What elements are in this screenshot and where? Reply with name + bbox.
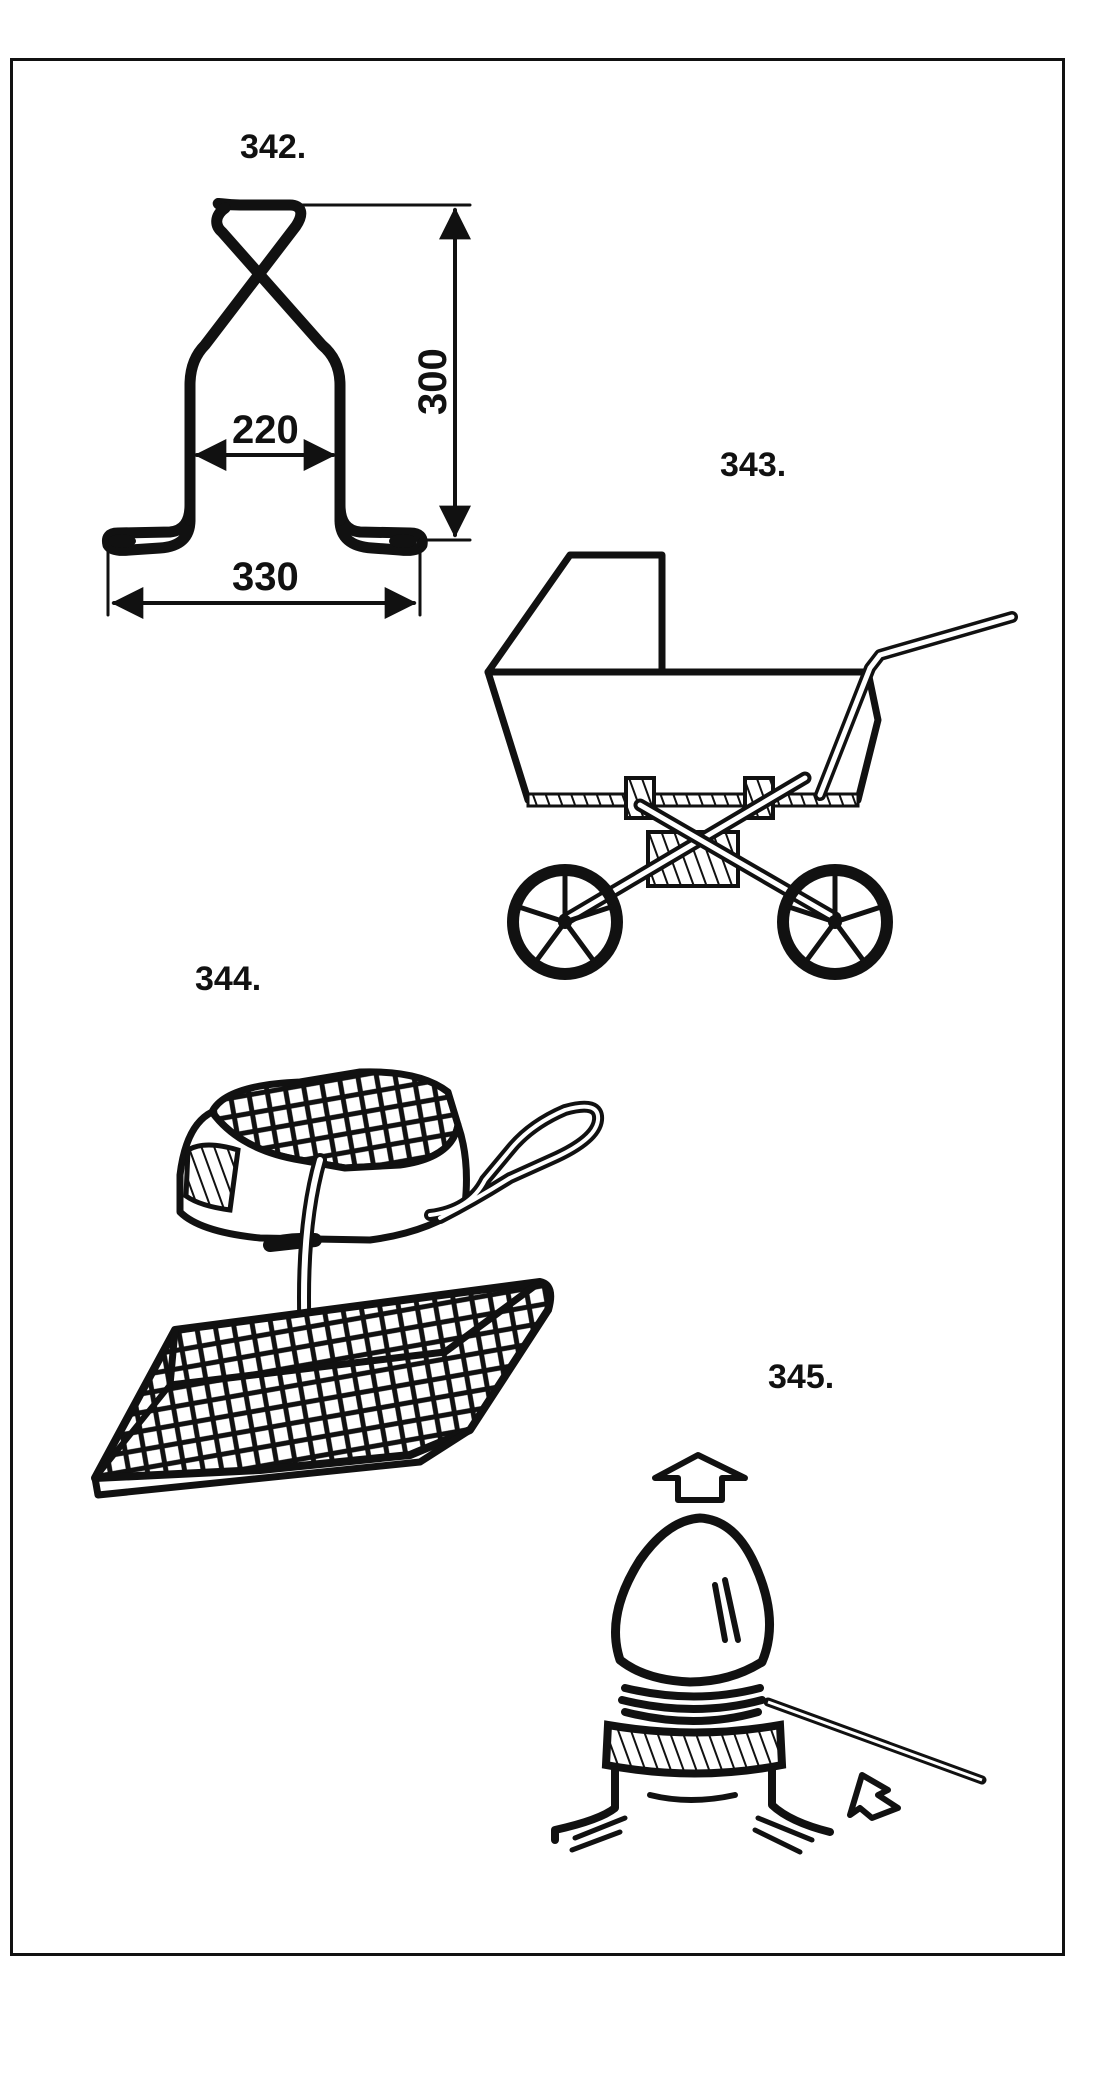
figure-342-number: 342. [240, 128, 306, 166]
up-arrow-icon [652, 1452, 748, 1503]
figure-345-number: 345. [768, 1358, 834, 1396]
seat-shell [176, 1108, 470, 1244]
wire-clip-drawing [102, 198, 428, 556]
height-label: 300 [411, 348, 455, 415]
lower-mesh-basket [91, 1278, 555, 1482]
pram-wheel-rear [507, 864, 623, 980]
right-foot-eye [389, 534, 417, 548]
dimension-lines [106, 203, 472, 619]
pram-body [484, 668, 882, 804]
figure-343-number: 343. [720, 446, 786, 484]
left-foot-eye [108, 534, 136, 548]
figure-frame [10, 58, 1065, 1956]
pram-wheel-front [777, 864, 893, 980]
figure-342: 342. 220 330 300 [102, 128, 472, 619]
pram-hood [484, 551, 666, 676]
cone-cap [611, 1513, 774, 1687]
outer-width-label: 330 [232, 555, 299, 599]
figure-344-number: 344. [195, 960, 261, 998]
figure-343: 343. [484, 446, 1018, 980]
figure-345: 345. [551, 1358, 987, 1855]
inner-width-label: 220 [232, 408, 299, 452]
pram-drawing [484, 551, 1018, 980]
basket-drawing [91, 1068, 605, 1499]
cap-collar [601, 1720, 787, 1778]
down-arrow-icon [847, 1772, 901, 1821]
cap-drawing [551, 1452, 987, 1855]
figure-344: 344. [91, 960, 605, 1499]
